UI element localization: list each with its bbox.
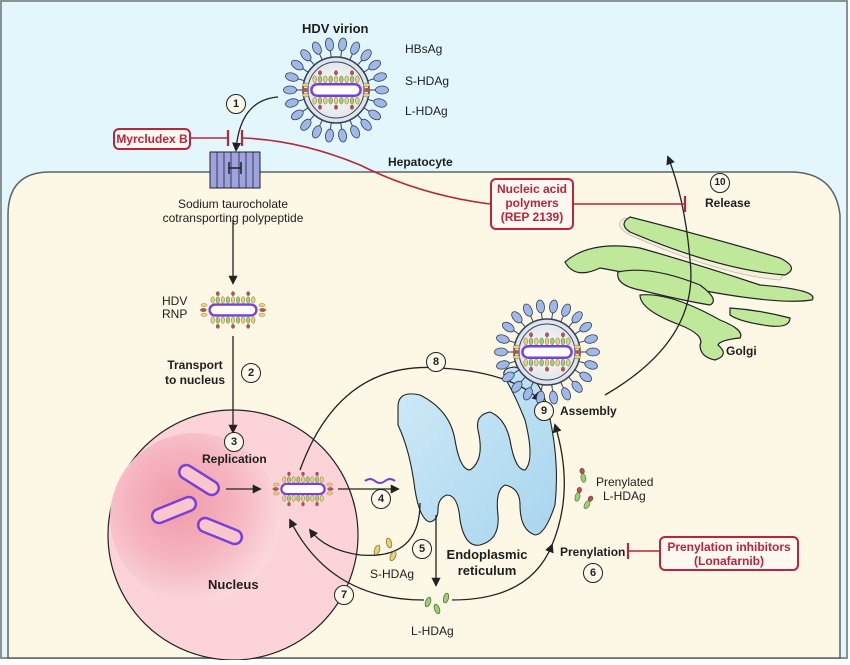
er-label-line1: Endoplasmic: [446, 547, 528, 562]
myrcludex-b-inhibitor: Myrcludex B: [113, 128, 191, 150]
er-label-line2: reticulum: [457, 563, 517, 578]
hdv-virion-extracellular-rnp: [301, 70, 371, 110]
prenylated-lhdag-protein: [574, 487, 582, 502]
step-5-badge: 5: [412, 539, 432, 559]
step-2-badge: 2: [241, 363, 261, 383]
shdag-protein: [373, 544, 381, 556]
lhdag-protein: [433, 603, 441, 615]
nap-line2: polymers: [505, 196, 559, 210]
prenylation-inhibitors-box: Prenylation inhibitors (Lonafarnib): [659, 536, 799, 571]
virion-title: HDV virion: [302, 21, 369, 36]
hdv-virion-assembled-rnp: [512, 332, 582, 372]
hdv-rna-genomes: [150, 463, 244, 546]
ntcp-label-line2: cotransporting polypeptide: [162, 211, 304, 225]
hdv-rnp-replicating: [272, 471, 334, 507]
rnp-label-line2: RNP: [162, 307, 188, 321]
step-4-badge: 4: [371, 489, 391, 509]
shdag-protein: [389, 550, 397, 562]
hbsag-label: HBsAg: [405, 42, 443, 56]
step-7-badge: 7: [334, 585, 354, 605]
nap-line3: (REP 2139): [500, 210, 564, 224]
transport-label-line1: Transport: [167, 358, 223, 372]
prenylated-label-line1: Prenylated: [596, 475, 654, 489]
step-9-badge: 9: [534, 401, 554, 421]
prenyl-inhibitor-line2: (Lonafarnib): [694, 554, 764, 568]
hepatocyte-label: Hepatocyte: [388, 155, 453, 169]
lhdag-cyto-label: L-HDAg: [411, 624, 454, 638]
endoplasmic-reticulum: [397, 366, 558, 546]
shdag-label: S-HDAg: [405, 74, 450, 88]
step-8-badge: 8: [426, 352, 446, 372]
nucleolus-region: [110, 433, 280, 603]
hdv-rnp-cytoplasm: [200, 291, 266, 329]
hdv-virion-assembled: [494, 299, 600, 405]
prenylated-lhdag-protein: [579, 467, 587, 483]
step-3-badge: 3: [224, 432, 244, 452]
prenylated-label-line2: L-HDAg: [603, 489, 646, 503]
prenyl-inhibitor-line1: Prenylation inhibitors: [667, 540, 791, 554]
lhdag-protein: [442, 592, 450, 604]
release-label: Release: [705, 196, 751, 210]
mrna-squiggle: [364, 478, 396, 484]
step-10-badge: 10: [710, 173, 730, 193]
prenylation-label: Prenylation: [560, 545, 626, 559]
replication-label: Replication: [202, 452, 267, 466]
shdag-cyto-label: S-HDAg: [370, 567, 415, 581]
rnp-label-line1: HDV: [162, 294, 188, 308]
shdag-protein: [385, 537, 393, 549]
golgi-label: Golgi: [726, 344, 757, 358]
step-1-badge: 1: [226, 94, 246, 114]
lhdag-label: L-HDAg: [405, 104, 448, 118]
hdv-virion-extracellular: [283, 37, 389, 143]
step-6-badge: 6: [583, 563, 603, 583]
nucleic-acid-polymers-inhibitor: Nucleic acid polymers (REP 2139): [490, 178, 574, 230]
prenylated-lhdag-protein: [583, 495, 594, 510]
lhdag-protein: [424, 596, 432, 608]
transport-label-line2: to nucleus: [164, 373, 225, 387]
ntcp-receptor: [209, 151, 261, 189]
assembly-label: Assembly: [560, 404, 617, 418]
nap-line1: Nucleic acid: [496, 182, 568, 196]
nucleus-label: Nucleus: [208, 577, 259, 592]
ntcp-label-line1: Sodium taurocholate: [177, 197, 289, 211]
